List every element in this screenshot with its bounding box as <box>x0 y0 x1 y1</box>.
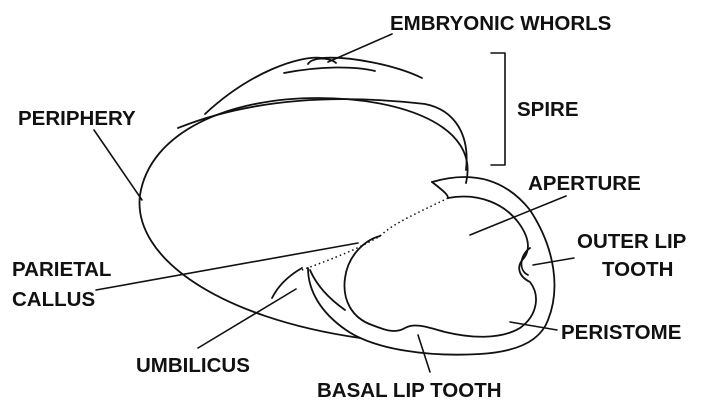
label-parietal-callus-line2: CALLUS <box>12 288 95 311</box>
body-whorl-outline <box>139 98 467 338</box>
label-umbilicus: UMBILICUS <box>136 354 250 377</box>
spire-suture <box>178 99 467 170</box>
parietal-wall <box>432 182 448 198</box>
embryonic-whorl-nucleus <box>308 59 336 64</box>
leader-periphery <box>94 130 142 200</box>
leader-outer-lip-tooth <box>533 258 574 265</box>
label-parietal-callus-line1: PARIETAL <box>12 258 111 281</box>
shell-drawing <box>139 58 554 355</box>
spire-suture-inner <box>284 67 375 73</box>
parietal-callus-dotted <box>302 198 448 270</box>
label-periphery: PERIPHERY <box>18 107 136 130</box>
leader-umbilicus <box>198 289 296 348</box>
leader-embryonic-whorls <box>328 34 392 62</box>
outer-lip-tooth-bulge <box>521 248 530 275</box>
label-aperture: APERTURE <box>528 172 641 195</box>
label-embryonic-whorls: EMBRYONIC WHORLS <box>390 12 611 35</box>
aperture-inner-edge <box>344 197 536 337</box>
leader-parietal-callus <box>96 243 358 290</box>
label-spire: SPIRE <box>517 98 579 121</box>
spire-bracket <box>491 53 505 165</box>
label-peristome: PERISTOME <box>561 321 681 344</box>
label-outer-lip-tooth-line2: TOOTH <box>602 258 673 281</box>
umbilicus-lower <box>310 270 345 310</box>
leader-aperture <box>470 196 566 235</box>
label-outer-lip-tooth-line1: OUTER LIP <box>577 230 686 253</box>
label-basal-lip-tooth: BASAL LIP TOOTH <box>317 379 502 402</box>
labels: EMBRYONIC WHORLS SPIRE PERIPHERY APERTUR… <box>12 12 686 402</box>
